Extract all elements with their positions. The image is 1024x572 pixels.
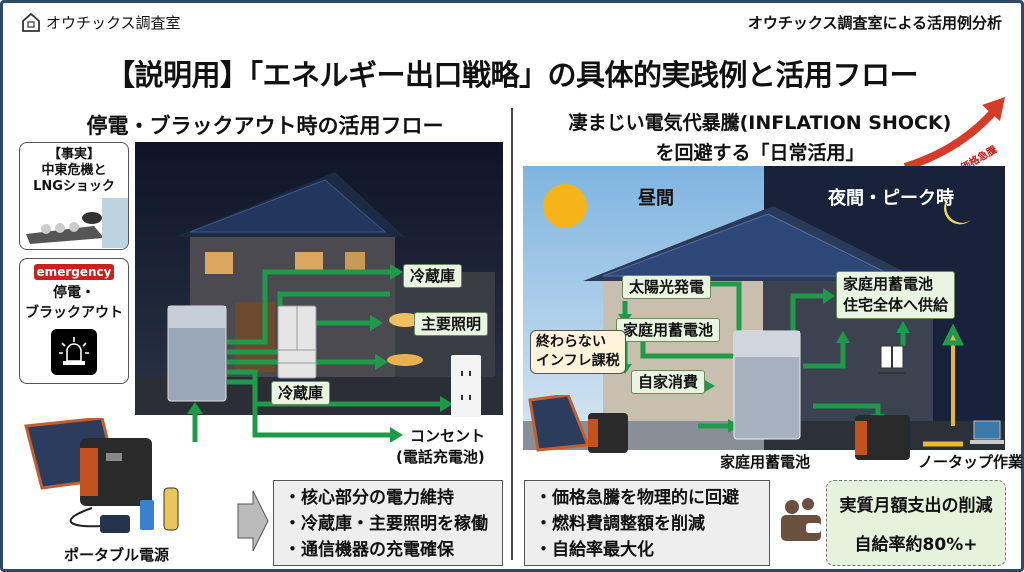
lamp-icon — [387, 313, 423, 366]
battery-caption: 家庭用蓄電池 — [720, 453, 811, 471]
laptop-icon — [970, 420, 1004, 444]
siren-icon — [51, 329, 97, 375]
label-self-use: 自家消費 — [631, 370, 706, 394]
supply-line: 住宅全体へ供給 — [843, 296, 949, 314]
portable-power-station-icon — [855, 415, 910, 460]
label-outlet: コンセント — [410, 427, 486, 445]
notap-caption: ノータップ作業 — [918, 453, 1024, 471]
fact-line: 【事実】 — [47, 147, 100, 162]
bullet-item: ・自給率最大化 — [535, 540, 654, 560]
bubble-line: 終わらない — [536, 334, 606, 350]
portable-power-station-illustration — [24, 418, 179, 533]
emergency-badge: emergency — [34, 264, 114, 280]
emergency-box: emergency 停電・ ブラックアウト — [19, 258, 129, 384]
bubble-line: インフレ課税 — [536, 353, 620, 369]
fact-box: 【事実】 中東危機と LNGショック — [19, 142, 129, 250]
lng-tanker-image — [26, 198, 128, 248]
bullet-item: ・冷蔵庫・主要照明を稼働 — [284, 514, 488, 534]
fact-line: LNGショック — [33, 179, 115, 194]
house-icon — [22, 12, 40, 32]
left-subtitle: 停電・ブラックアウト時の活用フロー — [86, 114, 444, 138]
page-title: 【説明用】「エネルギー出口戦略」の具体的実践例と活用フロー — [105, 58, 919, 92]
inflation-tax-bubble: 終わらない インフレ課税 — [530, 330, 626, 374]
outlet-icon — [451, 355, 481, 417]
subtitle-line: 凄まじい電気代暴騰(INFLATION SHOCK) — [568, 112, 952, 134]
appliance-icon — [879, 345, 905, 374]
brand-name: オウチックス調査室 — [46, 14, 181, 32]
home-battery-icon — [167, 305, 227, 402]
label-whole-home-supply: 家庭用蓄電池 住宅全体へ供給 — [836, 271, 956, 319]
divider — [511, 108, 513, 560]
result-arrow-icon — [237, 490, 269, 552]
emergency-line: ブラックアウト — [25, 305, 123, 321]
label-home-battery: 家庭用蓄電池 — [616, 318, 721, 342]
refrigerator-icon — [277, 305, 317, 379]
savings-box: 実質月額支出の削減 自給率約80%+ — [826, 480, 1006, 566]
bullet-item: ・燃料費調整額を削減 — [535, 514, 705, 534]
label-fridge-bottom: 冷蔵庫 — [271, 381, 331, 405]
bullet-item: ・通信機器の充電確保 — [284, 540, 454, 560]
label-outlet-sub: (電話充電池) — [396, 448, 485, 466]
label-fridge-top: 冷蔵庫 — [403, 264, 463, 288]
bullet-item: ・価格急騰を物理的に回避 — [535, 488, 739, 508]
price-surge-arrow-icon — [903, 97, 1005, 170]
day-label: 昼間 — [638, 188, 674, 209]
night-label: 夜間・ピーク時 — [828, 188, 954, 209]
savings-title: 実質月額支出の削減 — [839, 496, 993, 516]
subtitle-line: を回避する「日常活用」 — [655, 142, 865, 164]
fact-line: 中東危機と — [41, 163, 107, 178]
emergency-line: 停電・ — [53, 285, 95, 301]
home-battery-icon — [733, 330, 801, 440]
savings-rate: 自給率約80%+ — [854, 535, 978, 555]
header-right-title: オウチックス調査室による活用例分析 — [747, 14, 1002, 32]
supply-line: 家庭用蓄電池 — [843, 275, 934, 293]
portable-power-station-icon — [528, 395, 628, 453]
left-bullets: ・核心部分の電力維持 ・冷蔵庫・主要照明を稼働 ・通信機器の充電確保 — [273, 480, 503, 566]
right-subtitle: 凄まじい電気代暴騰(INFLATION SHOCK) を回避する「日常活用」 — [520, 108, 1000, 168]
wallet-icon — [781, 498, 821, 541]
label-lighting: 主要照明 — [414, 312, 489, 336]
portable-caption: ポータブル電源 — [64, 546, 170, 564]
label-solar: 太陽光発電 — [622, 275, 712, 299]
flow-arrow — [227, 269, 390, 345]
bullet-item: ・核心部分の電力維持 — [284, 488, 454, 508]
right-bullets: ・価格急騰を物理的に回避 ・燃料費調整額を削減 ・自給率最大化 — [524, 480, 770, 566]
